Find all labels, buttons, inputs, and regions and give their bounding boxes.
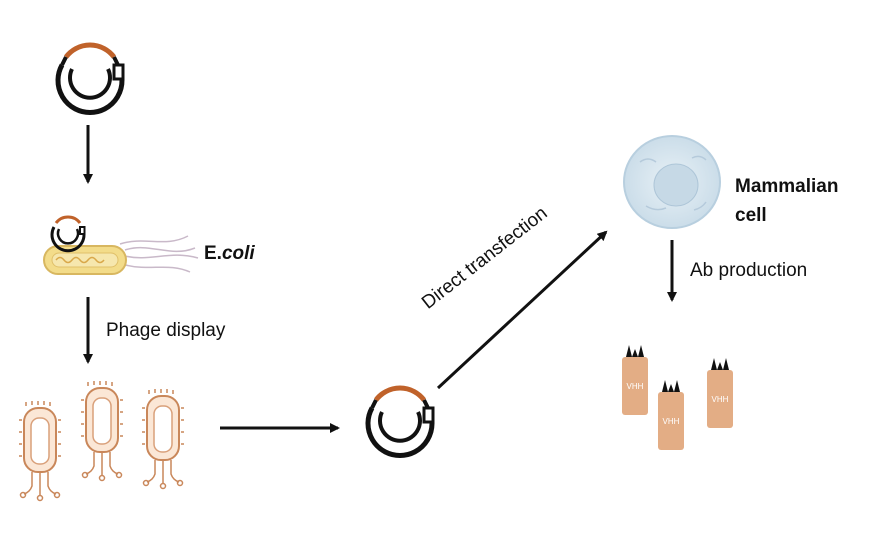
vhh-label-3: VHH	[712, 395, 729, 404]
mammalian-cell-label: Mammalian cell	[735, 172, 838, 230]
plasmid-icon-bottom	[365, 385, 435, 458]
ecoli-label: E.coli	[204, 243, 255, 265]
phage-display-label: Phage display	[106, 320, 226, 341]
plasmid-icon-top	[55, 42, 125, 115]
mammalian-cell-icon	[623, 135, 721, 229]
mammalian-cell-label-line2: cell	[735, 205, 767, 226]
ab-production-label: Ab production	[690, 260, 808, 281]
mammalian-cell-label-line1: Mammalian	[735, 176, 839, 197]
phage-icon-3	[142, 389, 184, 490]
arrow-diagonal	[436, 230, 608, 390]
phage-icon-2	[81, 381, 123, 482]
nanobody-icon-1: VHH	[622, 345, 648, 415]
vhh-label-1: VHH	[627, 382, 644, 391]
phage-icon-1	[19, 401, 61, 502]
ecoli-label-prefix: E.	[204, 243, 222, 264]
ecoli-icon	[43, 215, 199, 275]
ecoli-label-italic: coli	[221, 243, 255, 264]
vhh-label-2: VHH	[663, 417, 680, 426]
nanobody-icon-2: VHH	[658, 380, 684, 450]
nanobody-icon-3: VHH	[707, 358, 733, 428]
